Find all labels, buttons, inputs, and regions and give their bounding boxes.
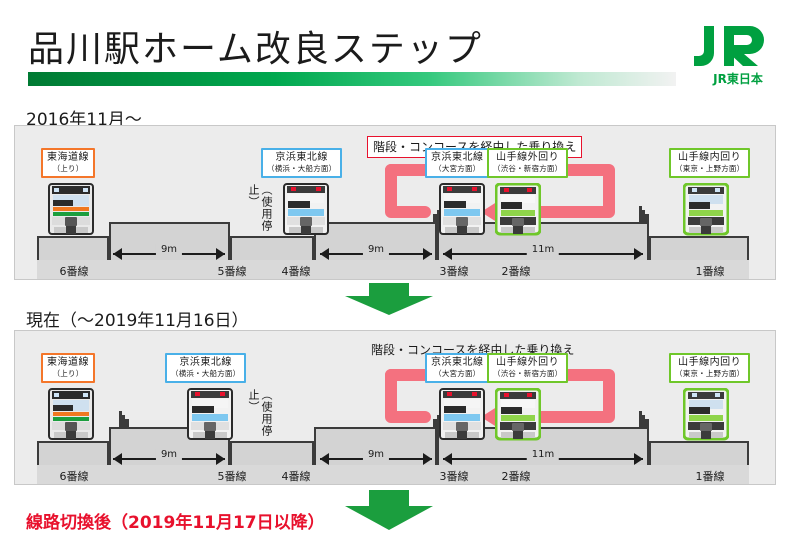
platform-label-band	[37, 260, 749, 279]
line-label-dir: （大宮方面）	[434, 164, 481, 173]
line-label-dir: （上り）	[52, 164, 84, 173]
line-label-dir: （横浜・大船方面）	[171, 369, 241, 378]
title-gradient-rule	[28, 72, 676, 86]
platform-block-6	[37, 236, 109, 260]
platform-label-1: 1番線	[695, 470, 725, 483]
diagram-panel-step2: 6番線 5番線 4番線 3番線 2番線 1番線 9m 9m 11m （使用停止）	[14, 330, 776, 485]
dimension-11m-text: 11m	[526, 449, 560, 460]
line-label-name: 京浜東北線	[431, 357, 484, 368]
dimension-9m-right: 9m	[320, 244, 432, 260]
dimension-11m: 11m	[443, 244, 643, 260]
section-caption-step2: 現在（～2019年11月16日）	[26, 311, 249, 331]
line-label-keihin-omiya-step2: 京浜東北線 （大宮方面）	[425, 353, 490, 383]
platform-label-5: 5番線	[217, 265, 247, 278]
line-label-dir: （東京・上野方面）	[675, 164, 745, 173]
platform-label-2: 2番線	[501, 265, 531, 278]
train-tokaido-platform6	[48, 183, 94, 236]
line-label-tokaido-step1: 東海道線 （上り）	[41, 148, 95, 178]
line-label-name: 東海道線	[47, 357, 89, 368]
line-label-yamanote-outer-step1: 山手線外回り （渋谷・新宿方面）	[487, 148, 569, 178]
train-keihin-tohoku-yokohama-platform4	[283, 183, 329, 236]
section-caption-step3: 線路切換後（2019年11月17日以降）	[26, 513, 325, 533]
platform-block-6	[37, 441, 109, 465]
train-tokaido-platform6	[48, 388, 94, 441]
stair-marker-platform-1	[633, 206, 649, 224]
out-of-service-label-track5: （使用停止）	[247, 184, 273, 232]
line-label-dir: （渋谷・新宿方面）	[493, 164, 563, 173]
line-label-dir: （大宮方面）	[434, 369, 481, 378]
platform-label-6: 6番線	[59, 470, 89, 483]
train-keihin-tohoku-omiya-platform3	[439, 183, 485, 236]
dimension-9m-right-text: 9m	[362, 449, 390, 460]
diagram-panel-step1: 6番線 5番線 4番線 3番線 2番線 1番線 9m 9m 11m （使用停止）…	[14, 125, 776, 280]
platform-label-1: 1番線	[695, 265, 725, 278]
train-yamanote-outer-platform2	[495, 183, 541, 236]
platform-label-2: 2番線	[501, 470, 531, 483]
page-header: 品川駅ホーム改良ステップ JR東日本	[0, 0, 800, 95]
line-label-name: 京浜東北線	[275, 152, 328, 163]
train-keihin-tohoku-omiya-platform3	[439, 388, 485, 441]
platform-label-5: 5番線	[217, 470, 247, 483]
platform-block-4-edge	[230, 236, 314, 260]
line-label-dir: （渋谷・新宿方面）	[493, 369, 563, 378]
page-title: 品川駅ホーム改良ステップ	[28, 29, 483, 70]
dimension-9m-right: 9m	[320, 449, 432, 465]
line-label-name: 山手線内回り	[678, 152, 742, 163]
dimension-9m-left: 9m	[113, 449, 225, 465]
line-label-keihin-yokohama-step2: 京浜東北線 （横浜・大船方面）	[165, 353, 247, 383]
train-yamanote-inner-platform1	[683, 388, 729, 441]
step-arrow-2	[330, 490, 448, 530]
line-label-yamanote-inner-step2: 山手線内回り （東京・上野方面）	[669, 353, 751, 383]
dimension-9m-left-text: 9m	[155, 244, 183, 255]
line-label-dir: （上り）	[52, 369, 84, 378]
step-arrow-1	[330, 283, 448, 315]
dimension-9m-right-text: 9m	[362, 244, 390, 255]
line-label-yamanote-outer-step2: 山手線外回り （渋谷・新宿方面）	[487, 353, 569, 383]
train-yamanote-outer-platform2	[495, 388, 541, 441]
platform-label-4: 4番線	[281, 470, 311, 483]
stair-marker-platform-5	[113, 411, 129, 429]
platform-block-1	[649, 236, 749, 260]
platform-label-band	[37, 465, 749, 484]
platform-label-6: 6番線	[59, 265, 89, 278]
train-yamanote-inner-platform1	[683, 183, 729, 236]
train-keihin-tohoku-yokohama-platform5	[187, 388, 233, 441]
line-label-name: 山手線外回り	[496, 357, 560, 368]
platform-block-4-out-of-service	[230, 441, 314, 465]
line-label-name: 山手線外回り	[496, 152, 560, 163]
dimension-9m-left-text: 9m	[155, 449, 183, 460]
jr-east-logo-subtitle: JR東日本	[713, 72, 763, 86]
stair-marker-platform-1	[633, 411, 649, 429]
line-label-name: 山手線内回り	[678, 357, 742, 368]
platform-block-1	[649, 441, 749, 465]
dimension-9m-left: 9m	[113, 244, 225, 260]
dimension-11m-text: 11m	[526, 244, 560, 255]
out-of-service-label-track4: （使用停止）	[247, 389, 273, 437]
line-label-name: 東海道線	[47, 152, 89, 163]
line-label-name: 京浜東北線	[179, 357, 232, 368]
line-label-tokaido-step2: 東海道線 （上り）	[41, 353, 95, 383]
platform-label-4: 4番線	[281, 265, 311, 278]
line-label-name: 京浜東北線	[431, 152, 484, 163]
platform-label-3: 3番線	[439, 265, 469, 278]
dimension-11m: 11m	[443, 449, 643, 465]
line-label-keihin-yokohama-step1: 京浜東北線 （横浜・大船方面）	[261, 148, 343, 178]
line-label-dir: （東京・上野方面）	[675, 369, 745, 378]
platform-label-3: 3番線	[439, 470, 469, 483]
line-label-yamanote-inner-step1: 山手線内回り （東京・上野方面）	[669, 148, 751, 178]
jr-east-logo-icon	[690, 22, 782, 84]
line-label-dir: （横浜・大船方面）	[267, 164, 337, 173]
line-label-keihin-omiya-step1: 京浜東北線 （大宮方面）	[425, 148, 490, 178]
